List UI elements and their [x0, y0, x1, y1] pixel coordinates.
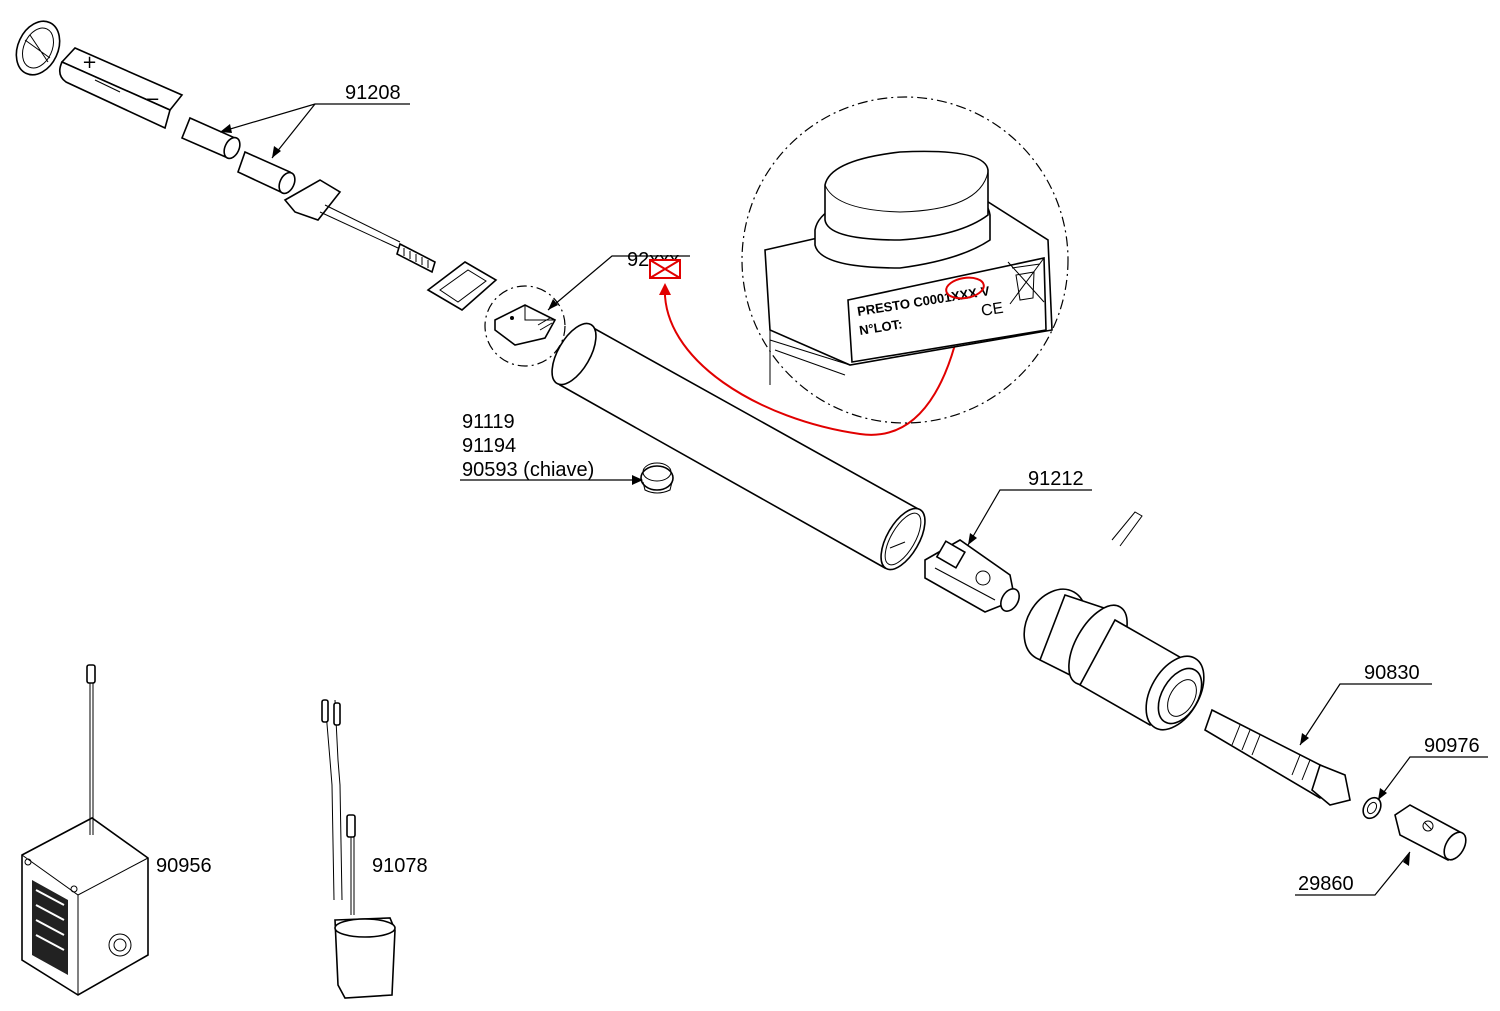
- label-91119: 91119: [462, 411, 515, 433]
- label-91208: 91208: [345, 82, 401, 104]
- leader-29860: [1295, 851, 1411, 896]
- label-91078: 91078: [372, 855, 428, 877]
- nameplate-line2: N°LOT:: [858, 316, 903, 338]
- wall-housing: [1023, 588, 1205, 731]
- label-91194: 91194: [462, 435, 516, 457]
- leader-90593: [460, 475, 643, 485]
- nameplate-code: XXX: [950, 285, 978, 304]
- solenoid-valve: [924, 539, 1020, 613]
- battery-cap: [15, 20, 61, 76]
- battery-contact-plate: [426, 261, 498, 311]
- leader-90976: [1377, 756, 1488, 801]
- spindle: [1204, 708, 1351, 806]
- nut: [1362, 796, 1382, 820]
- battery-minus-sign: −: [145, 89, 160, 110]
- label-90830: 90830: [1364, 662, 1420, 684]
- battery-plus-sign: +: [82, 52, 97, 73]
- battery-connector: [283, 179, 436, 274]
- label-90956: 90956: [156, 855, 212, 877]
- label-90976: 90976: [1424, 735, 1480, 757]
- battery-holder: + −: [58, 47, 184, 130]
- leader-92xxx: [547, 255, 690, 311]
- battery-cell-2: [237, 150, 296, 195]
- leader-90830: [1299, 683, 1432, 746]
- nameplate-zoom-circle: [741, 96, 1069, 424]
- label-91212: 91212: [1028, 468, 1084, 490]
- key-cap: [640, 462, 674, 494]
- battery-cell-1: [180, 116, 241, 160]
- label-29860: 29860: [1298, 873, 1354, 895]
- module-detail-circle: [484, 285, 566, 367]
- weee-bin-icon: [1007, 257, 1045, 305]
- leader-91212: [967, 489, 1092, 546]
- envelope-x-icon: [649, 259, 681, 279]
- code-highlight-ellipse: [945, 276, 985, 300]
- label-90593: 90593 (chiave): [462, 459, 594, 481]
- ce-mark-icon: CE: [980, 300, 1005, 320]
- leader-91208: [219, 103, 410, 159]
- battery-pack: [321, 699, 396, 999]
- push-button: [1394, 804, 1467, 862]
- main-tube: [551, 322, 926, 571]
- power-supply-box: [21, 664, 149, 996]
- retaining-clip: [1111, 511, 1143, 547]
